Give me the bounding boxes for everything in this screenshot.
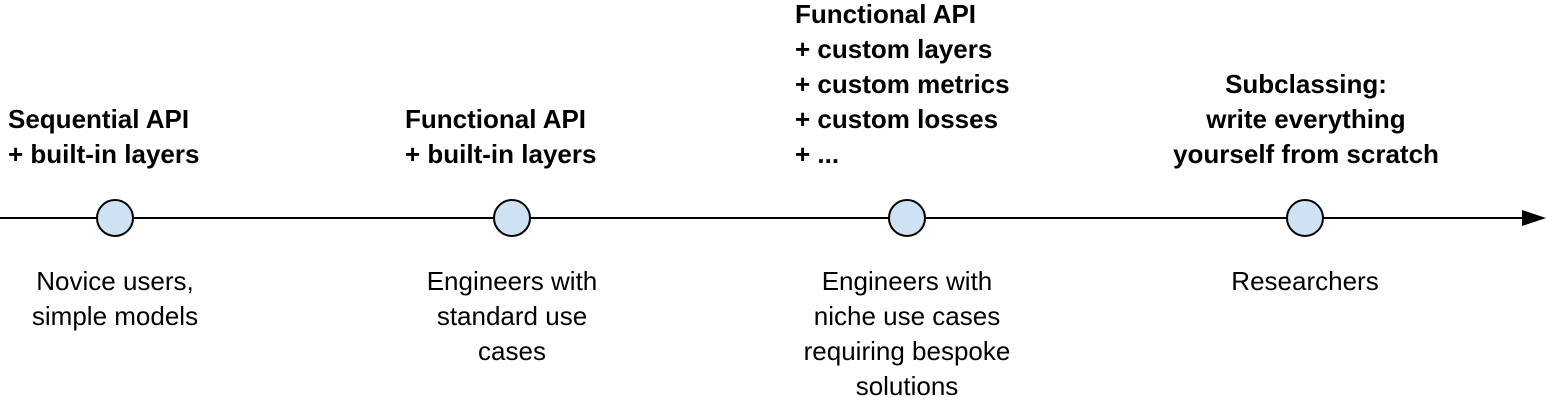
stage-2-api-line: Functional API	[405, 104, 587, 134]
stage-3-api-line: + custom losses	[795, 104, 999, 134]
stage-3-audience-label: Engineers with niche use cases requiring…	[757, 264, 1057, 404]
stage-2-audience-line: standard use	[436, 301, 588, 331]
stage-4-api-label: Subclassing: write everything yourself f…	[1156, 67, 1456, 172]
stage-2-audience-label: Engineers with standard use cases	[362, 264, 662, 369]
stage-4-audience-line: Researchers	[1231, 266, 1379, 296]
stage-3-audience-line: niche use cases	[813, 301, 1001, 331]
stage-1-audience-label: Novice users, simple models	[0, 264, 265, 334]
stage-4-api-line: yourself from scratch	[1173, 139, 1439, 169]
timeline-node-subclassing	[1286, 199, 1324, 237]
stage-1-api-line: Sequential API	[8, 104, 190, 134]
timeline-node-functional-custom	[888, 199, 926, 237]
stage-3-api-label: Functional API + custom layers + custom …	[795, 0, 1010, 172]
stage-4-api-line: write everything	[1206, 104, 1406, 134]
stage-3-api-line: Functional API	[795, 0, 977, 29]
stage-1-api-label: Sequential API + built-in layers	[8, 102, 199, 172]
stage-3-api-line: + custom metrics	[795, 69, 1010, 99]
stage-2-audience-line: Engineers with	[426, 266, 598, 296]
stage-3-audience-line: Engineers with	[821, 266, 993, 296]
stage-4-api-line: Subclassing:	[1225, 69, 1387, 99]
stage-1-audience-line: simple models	[31, 301, 199, 331]
stage-2-api-label: Functional API + built-in layers	[405, 102, 596, 172]
stage-3-api-line: + ...	[795, 139, 840, 169]
stage-1-audience-line: Novice users,	[36, 266, 194, 296]
stage-1-api-line: + built-in layers	[8, 139, 200, 169]
stage-4-audience-label: Researchers	[1155, 264, 1455, 299]
stage-3-audience-line: requiring bespoke	[803, 336, 1011, 366]
timeline-node-sequential	[96, 199, 134, 237]
timeline-node-functional-builtin	[493, 199, 531, 237]
stage-3-audience-line: solutions	[855, 371, 959, 401]
stage-2-audience-line: cases	[478, 336, 546, 366]
stage-2-api-line: + built-in layers	[405, 139, 597, 169]
timeline-arrowhead	[1522, 210, 1546, 226]
stage-3-api-line: + custom layers	[795, 34, 993, 64]
timeline-axis	[0, 217, 1524, 219]
